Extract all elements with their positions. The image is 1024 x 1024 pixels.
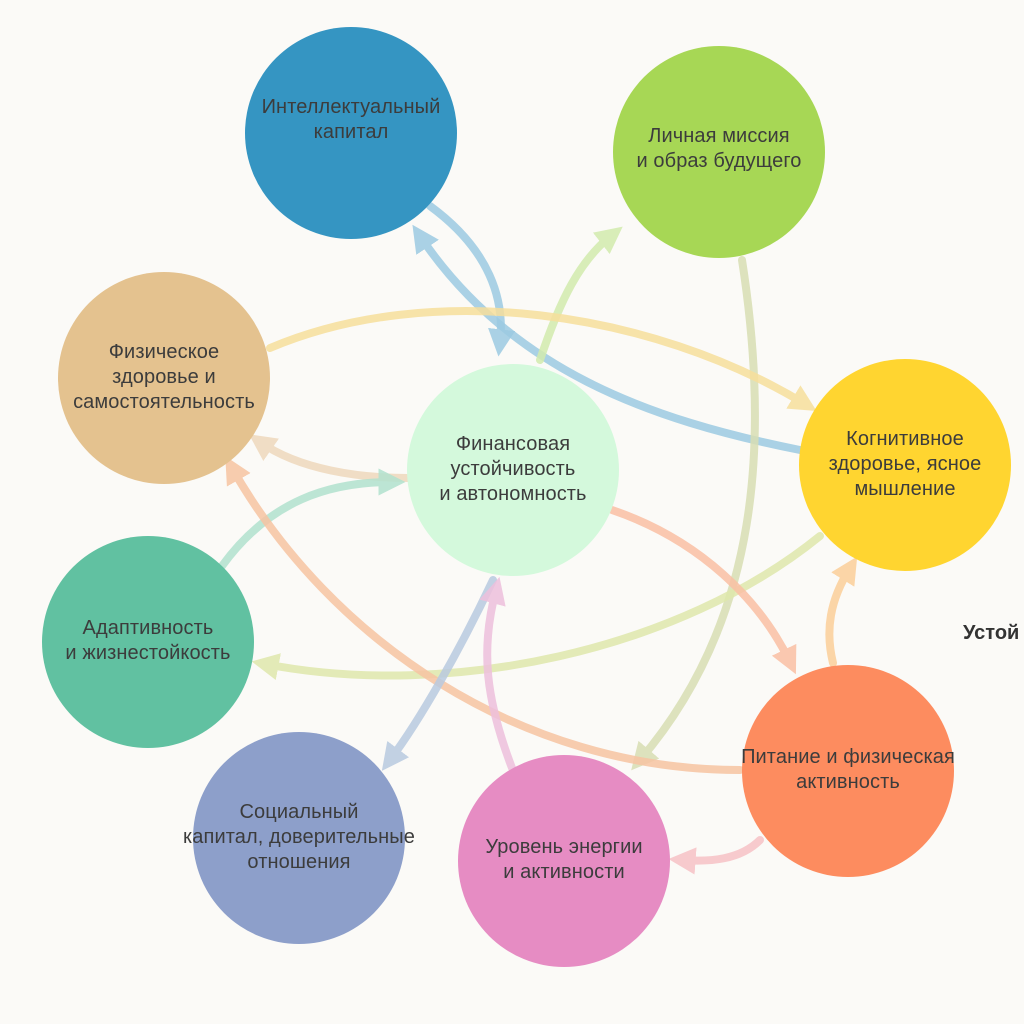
arrow-intellect-to-finance: [426, 202, 516, 357]
arrow-finance-to-nutrition: [608, 506, 797, 675]
arrow-nutrition-to-energy: [668, 836, 764, 875]
arrow-physical-to-cognitive: [266, 307, 817, 412]
clipped-caption: Устой: [963, 622, 1020, 644]
arrow-adapt-to-finance: [218, 468, 406, 570]
arrow-mission-to-energy: [631, 256, 760, 771]
arrow-cognitive-to-adapt: [251, 532, 824, 680]
arrow-finance-to-mission: [536, 226, 623, 364]
arrow-finance-to-physical: [248, 434, 412, 482]
arrow-nutrition-to-cognitive: [825, 556, 858, 667]
arrow-energy-to-finance: [479, 576, 516, 772]
arrow-cognitive-to-intellect: [412, 224, 804, 454]
